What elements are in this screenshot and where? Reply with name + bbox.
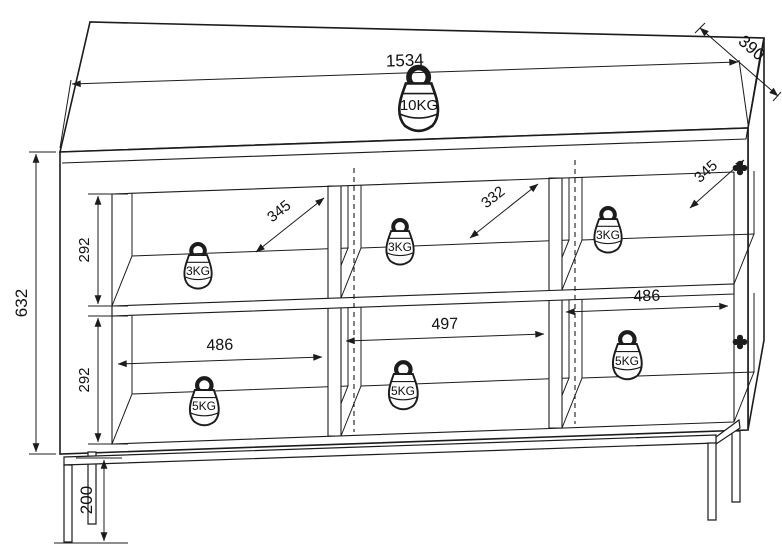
dimension-inner-width-left: 486 bbox=[117, 337, 323, 368]
dimension-inner-height-upper: 292 bbox=[76, 193, 128, 307]
dimension-inner-width-middle: 497 bbox=[345, 316, 545, 345]
front-left-leg bbox=[63, 464, 73, 543]
vertical-divider-right bbox=[548, 177, 563, 429]
load-lower-left-label: 5KG bbox=[192, 399, 216, 413]
back-left-leg bbox=[87, 451, 97, 525]
load-upper-left-label: 3KG bbox=[186, 264, 210, 278]
hidden-edge-dashed-lines bbox=[353, 160, 576, 432]
dimension-line bbox=[255, 197, 325, 253]
shelf-pin-icon bbox=[732, 334, 748, 350]
front-right-leg bbox=[707, 442, 717, 521]
load-top-label: 10KG bbox=[400, 97, 438, 114]
dimension-line bbox=[565, 302, 729, 316]
front-face bbox=[59, 127, 749, 455]
dimension-line bbox=[699, 27, 779, 97]
base-frame bbox=[63, 418, 741, 543]
inner-width-right-label: 486 bbox=[633, 288, 660, 306]
dimension-line bbox=[71, 58, 739, 88]
inner-height-upper-label: 292 bbox=[76, 237, 93, 262]
load-lower-middle-label: 5KG bbox=[391, 384, 415, 398]
dimension-line bbox=[469, 183, 539, 239]
inner-width-left-label: 486 bbox=[206, 337, 233, 355]
dividers-and-shelf bbox=[111, 160, 735, 445]
load-lower-right-label: 5KG bbox=[615, 354, 639, 368]
inner-width-middle-label: 497 bbox=[431, 316, 458, 334]
load-upper-middle-label: 3KG bbox=[388, 240, 412, 254]
load-weights: 10KG 3KG 3KG 3KG 5KG 5KG 5KG bbox=[182, 68, 642, 426]
weight-10kg: 10KG bbox=[399, 68, 438, 131]
dimension-line bbox=[345, 330, 545, 345]
weight-5kg-lower-left: 5KG bbox=[190, 378, 219, 425]
extension-lines bbox=[88, 193, 128, 307]
extension-lines bbox=[29, 151, 56, 455]
weight-3kg-upper-left: 3KG bbox=[182, 241, 214, 291]
extension-lines bbox=[88, 315, 128, 445]
weight-3kg-upper-middle: 3KG bbox=[384, 217, 416, 267]
extension-lines bbox=[54, 457, 128, 544]
dimension-inner-width-right: 486 bbox=[565, 288, 729, 316]
dimension-leg-height: 200 bbox=[54, 457, 128, 544]
compartment-top-right-interior bbox=[561, 171, 755, 291]
back-right-leg bbox=[731, 430, 741, 503]
weight-5kg-lower-middle: 5KG bbox=[389, 362, 418, 409]
leg-height-label: 200 bbox=[77, 486, 96, 514]
weight-5kg-lower-right: 5KG bbox=[613, 332, 642, 379]
body-height-label: 632 bbox=[12, 289, 31, 317]
weight-3kg-upper-right: 3KG bbox=[592, 205, 624, 255]
vertical-divider-left bbox=[327, 185, 342, 437]
dimension-inner-height-lower: 292 bbox=[76, 315, 128, 445]
dimension-body-height: 632 bbox=[12, 151, 56, 455]
total-width-label: 1534 bbox=[386, 50, 424, 70]
load-upper-right-label: 3KG bbox=[596, 228, 620, 242]
inner-height-lower-label: 292 bbox=[76, 367, 93, 392]
dimension-line bbox=[117, 353, 323, 368]
dimension-line bbox=[689, 159, 745, 209]
